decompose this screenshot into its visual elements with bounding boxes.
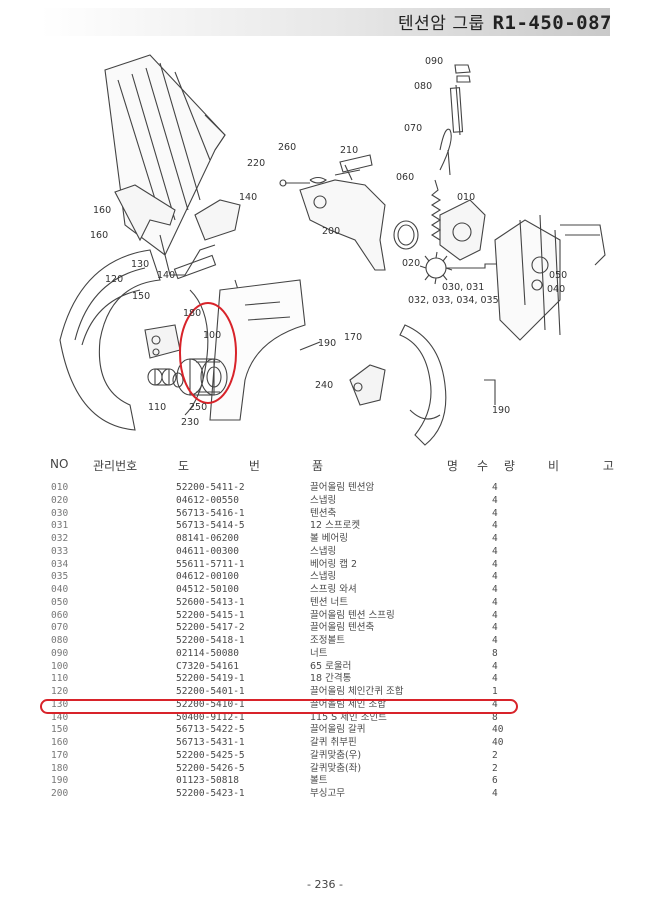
callout-170: 170: [344, 332, 362, 343]
callout-120: 120: [105, 274, 123, 285]
callout-050: 050: [549, 270, 567, 281]
header-bar: [40, 8, 610, 36]
callout-230: 260: [278, 142, 296, 153]
callout-160-b: 150: [132, 291, 150, 302]
callout-240: 240: [315, 380, 333, 391]
callout-180: 180: [183, 308, 201, 319]
callout-260: 230: [181, 417, 199, 428]
callout-060: 060: [396, 172, 414, 183]
col-qty: 수 량: [477, 459, 521, 473]
callout-160-a: 160: [90, 230, 108, 241]
col-drawing-no: 도 번: [178, 459, 288, 473]
callout-030-031: 030, 031: [442, 282, 484, 293]
row-highlight-box: [40, 699, 518, 714]
callout-100: 100: [203, 330, 221, 341]
callout-190-b: 190: [492, 405, 510, 416]
page-number: - 236 -: [307, 878, 343, 891]
group-title: 텐션암 그룹: [398, 14, 485, 34]
callout-150: 160: [93, 205, 111, 216]
col-part-name: 품 명: [312, 459, 518, 473]
col-no: NO: [50, 457, 69, 471]
callout-010: 010: [457, 192, 475, 203]
callout-140-b: 140: [157, 270, 175, 281]
callout-032-035: 032, 033, 034, 035: [408, 295, 499, 306]
callout-080: 080: [414, 81, 432, 92]
callout-110: 110: [148, 402, 166, 413]
callout-200: 200: [322, 226, 340, 237]
page-title: 텐션암 그룹 R1-450-087: [398, 9, 612, 34]
callout-220: 220: [247, 158, 265, 169]
callout-140-a: 140: [239, 192, 257, 203]
callout-040: 040: [547, 284, 565, 295]
callout-090: 090: [425, 56, 443, 67]
callout-070: 070: [404, 123, 422, 134]
callout-190-a: 190: [318, 338, 336, 349]
col-mgmt-no: 관리번호: [93, 459, 138, 473]
callout-130: 130: [131, 259, 149, 270]
parts-table-header: NO 관리번호 도 번 품 명 수 량 비 고: [0, 457, 650, 477]
callout-210: 210: [340, 145, 358, 156]
col-remarks: 비 고: [548, 459, 634, 473]
callout-250: 250: [189, 402, 207, 413]
callout-020: 020: [402, 258, 420, 269]
exploded-parts-diagram: 090 080 070 060 010 020 030, 031 032, 03…: [59, 54, 606, 446]
group-code: R1-450-087: [492, 12, 612, 34]
